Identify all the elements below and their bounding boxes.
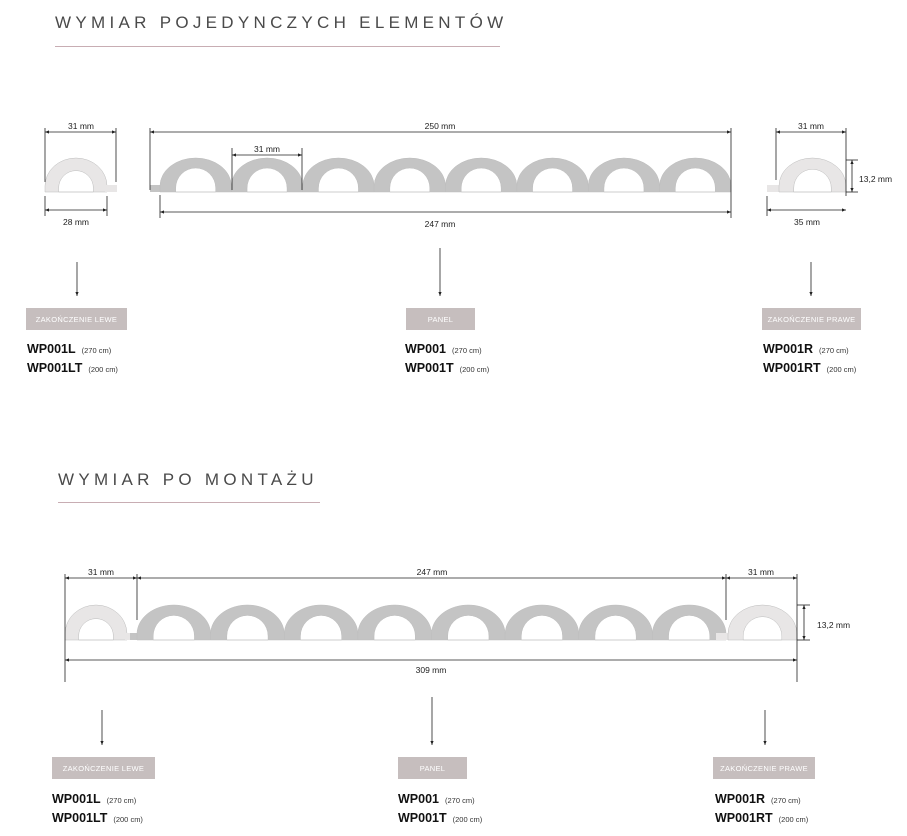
panel-profile [652, 604, 727, 641]
dim-assembly-left: 31 mm [88, 567, 114, 577]
product-code: WP001R(270 cm) [763, 342, 849, 356]
right-end-profile [767, 185, 781, 192]
product-code: WP001LT(200 cm) [52, 811, 143, 825]
panel-profile [373, 157, 446, 193]
product-code: WP001L(270 cm) [52, 792, 137, 806]
dim-right-bottom: 35 mm [794, 217, 820, 227]
dim-right-height: 13,2 mm [859, 174, 892, 184]
panel-profile [578, 604, 653, 641]
section-title-assembly: WYMIAR PO MONTAŻU [58, 470, 318, 489]
product-code: WP001R(270 cm) [715, 792, 801, 806]
panel-profile [504, 604, 579, 641]
left-end-profile [64, 604, 128, 641]
title-rule [55, 46, 500, 47]
product-code: WP001L(270 cm) [27, 342, 112, 356]
panel-profile [130, 633, 140, 640]
panel-profile [231, 157, 303, 193]
dim-assembly-right: 31 mm [748, 567, 774, 577]
badge-right-end: ZAKOŃCZENIE PRAWE [713, 757, 815, 779]
panel-profile [150, 185, 162, 192]
product-code: WP001T(200 cm) [405, 361, 490, 375]
panel-profile [284, 604, 359, 641]
dim-left-top: 31 mm [68, 121, 94, 131]
panel-profile [210, 604, 285, 641]
panel-profile [659, 157, 732, 193]
dim-right-top: 31 mm [798, 121, 824, 131]
badge-left-end: ZAKOŃCZENIE LEWE [52, 757, 155, 779]
product-code: WP001T(200 cm) [398, 811, 483, 825]
product-code: WP001RT(200 cm) [763, 361, 857, 375]
product-code: WP001(270 cm) [398, 792, 475, 806]
dim-panel-total: 250 mm [425, 121, 456, 131]
right-end-profile [727, 604, 798, 641]
product-code: WP001LT(200 cm) [27, 361, 118, 375]
title-rule [58, 502, 320, 503]
dim-assembly-height: 13,2 mm [817, 620, 850, 630]
panel-profile [136, 604, 211, 641]
panel-profile [302, 157, 375, 193]
dim-assembly-total: 309 mm [416, 665, 447, 675]
panel-profile [357, 604, 432, 641]
panel-profile [445, 157, 518, 193]
left-end-profile [44, 157, 108, 193]
left-end-profile [105, 185, 117, 192]
product-code: WP001(270 cm) [405, 342, 482, 356]
panel-profile [588, 157, 660, 193]
dim-left-bottom: 28 mm [63, 217, 89, 227]
badge-left-end: ZAKOŃCZENIE LEWE [26, 308, 127, 330]
badge-panel: PANEL [406, 308, 475, 330]
dim-panel-pitch: 31 mm [254, 144, 280, 154]
right-end-profile [778, 157, 847, 193]
panel-profile [516, 157, 589, 193]
dim-assembly-panel: 247 mm [417, 567, 448, 577]
badge-right-end: ZAKOŃCZENIE PRAWE [762, 308, 861, 330]
badge-panel: PANEL [398, 757, 467, 779]
right-end-profile [716, 633, 730, 640]
dim-panel-bottom: 247 mm [425, 219, 456, 229]
panel-profile [159, 157, 232, 193]
panel-profile [431, 604, 506, 641]
section-title-single: WYMIAR POJEDYNCZYCH ELEMENTÓW [55, 13, 508, 32]
product-code: WP001RT(200 cm) [715, 811, 809, 825]
